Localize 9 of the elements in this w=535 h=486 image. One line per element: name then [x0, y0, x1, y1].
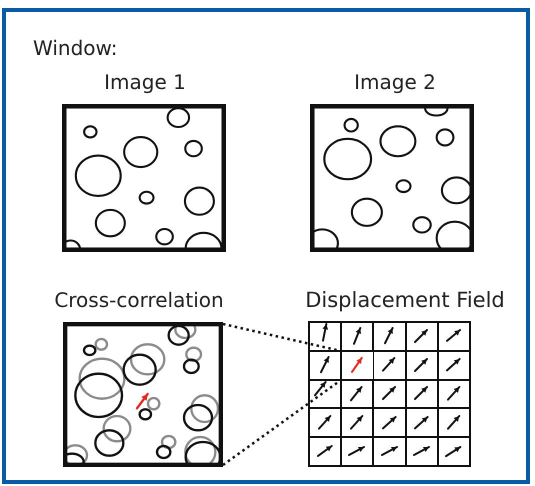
panel-heading: Image 2	[353, 70, 437, 94]
zoom-line	[222, 322, 342, 352]
panel-heading: Displacement Field	[304, 288, 506, 312]
panel-heading: Cross-correlation	[53, 288, 225, 312]
panel-heading: Image 1	[103, 70, 187, 94]
grid-cell	[341, 351, 374, 380]
frame-heading: Window:	[33, 36, 118, 60]
window-frame	[2, 8, 530, 484]
zoom-line	[222, 378, 342, 466]
